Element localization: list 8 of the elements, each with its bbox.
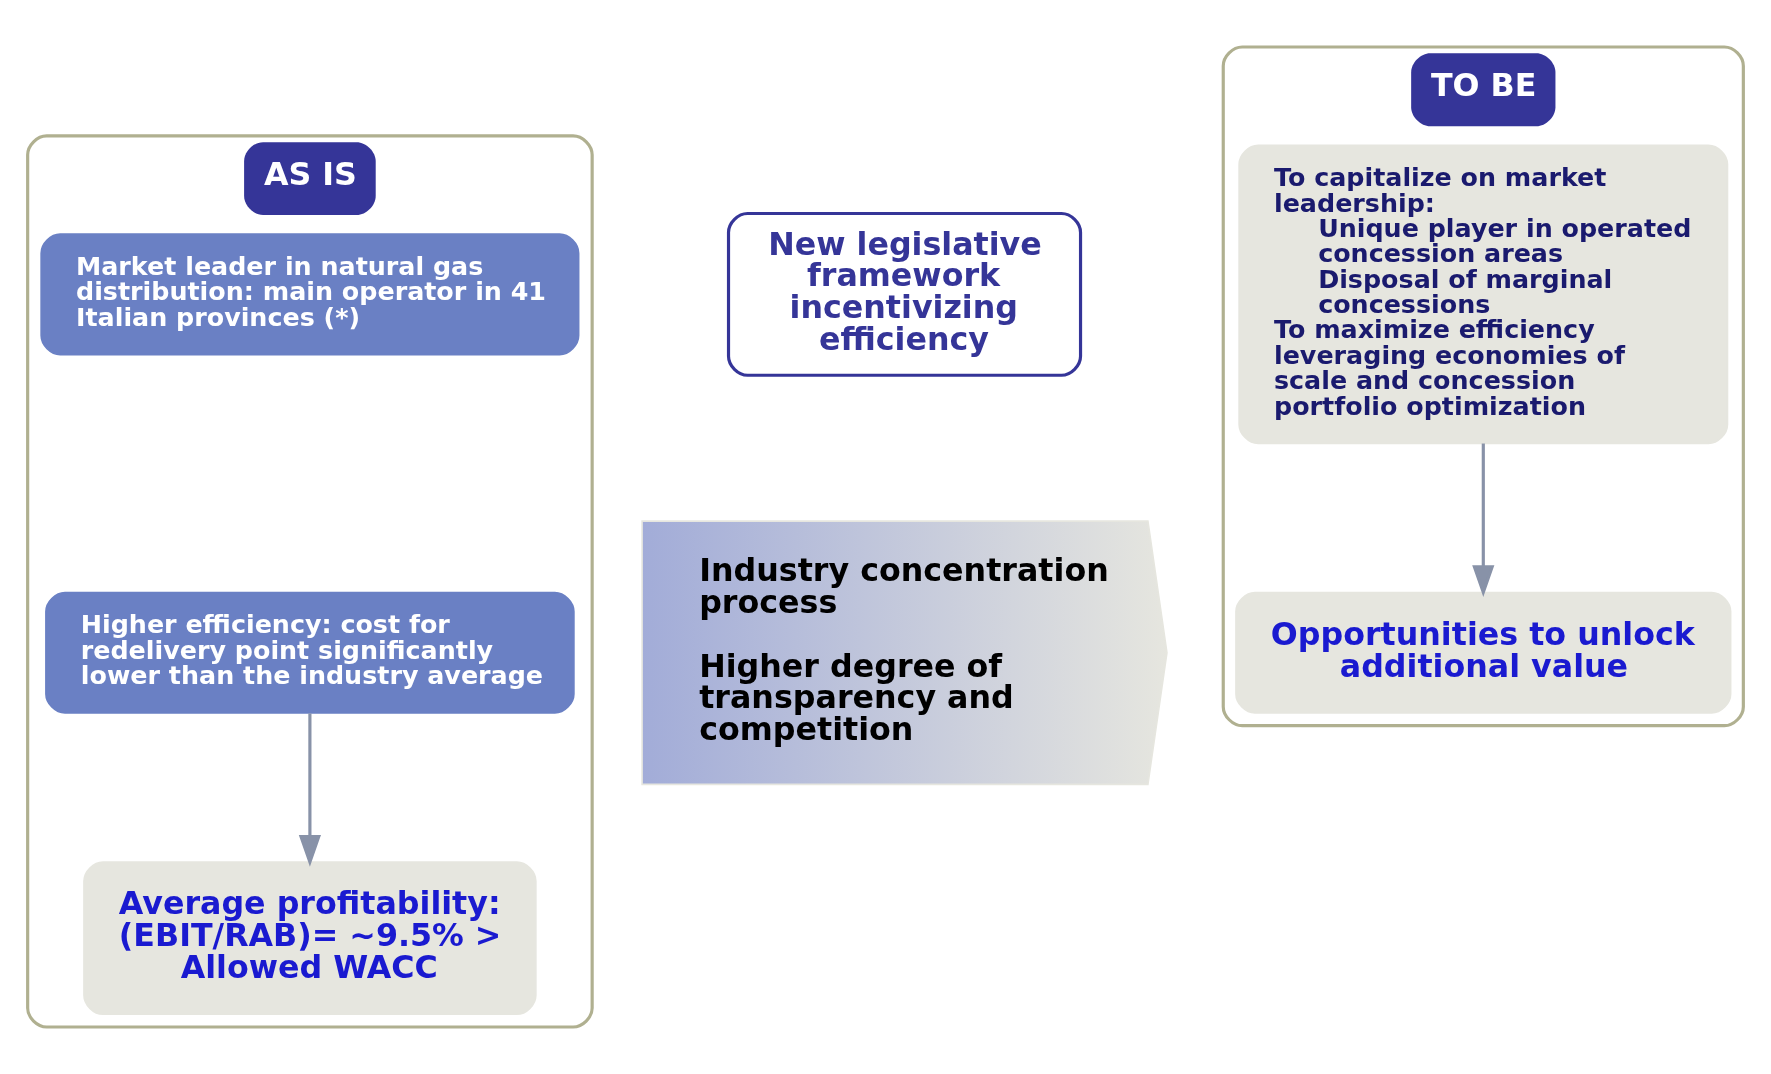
arrow [1472,443,1495,597]
arrow [298,713,321,867]
node-box: Opportunities to unlock additional value [1235,591,1732,714]
node-box: Higher efficiency: cost for redelivery point significantly lower than the industry average [45,591,575,714]
node-box: New legislative framework incentivizing efficiency [726,211,1083,377]
node-box: To capitalize on market leadership: Unique player in operated concession areas Disposal of marginal concessions To maximize efficiency leveraging economies of scale and concession portfolio optimization [1238,144,1729,445]
node-box: Market leader in natural gas distribution: main operator in 41 Italian provinces (*) [40,233,580,356]
node-box: Average profitability: (EBIT/RAB)= ~9.5% > Allowed WACC [83,861,537,1016]
